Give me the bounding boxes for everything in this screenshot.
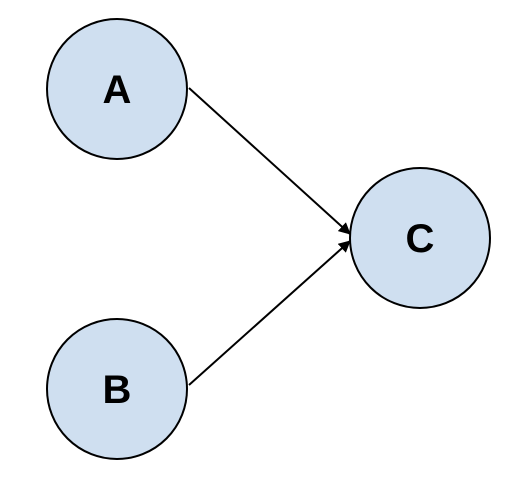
node-a[interactable]: A — [46, 18, 188, 160]
node-a-label: A — [103, 68, 132, 112]
node-c-circle — [349, 167, 491, 309]
node-c[interactable]: C — [349, 167, 491, 309]
node-b-label: B — [103, 368, 132, 412]
node-b[interactable]: B — [46, 318, 188, 460]
node-c-label: C — [406, 217, 435, 261]
edge-a-to-c — [188, 87, 351, 235]
node-a-circle — [46, 18, 188, 160]
edge-b-to-c — [188, 240, 351, 386]
node-b-circle — [46, 318, 188, 460]
